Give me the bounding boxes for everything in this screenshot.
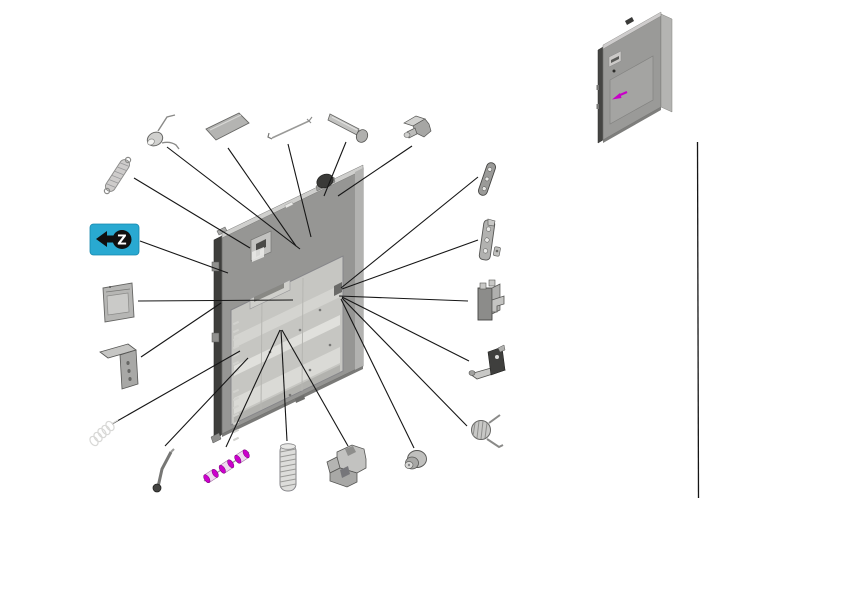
vertical-divider-line xyxy=(696,141,700,499)
leader-line-wire-link xyxy=(287,143,312,238)
leader-line-extension-spring xyxy=(133,177,251,249)
panel-inner-recess xyxy=(230,255,344,426)
leader-line-strap-plate xyxy=(340,176,479,289)
part-guide-block xyxy=(326,444,367,488)
part-torsion-spring-small xyxy=(146,114,180,150)
leader-line-torsion-spring-small xyxy=(166,146,301,250)
main-door-panel xyxy=(210,164,364,444)
leader-line-pin-shaft xyxy=(323,141,347,197)
part-bent-lever xyxy=(152,448,175,493)
leader-line-bushing xyxy=(340,298,415,449)
part-wire-link xyxy=(267,116,313,140)
thumbnail-location-arrow xyxy=(612,90,628,100)
part-roller-shaft xyxy=(203,449,250,484)
leader-lines xyxy=(111,141,479,449)
leader-line-bent-lever xyxy=(164,357,249,447)
bottom-edge-tab xyxy=(295,395,305,403)
zoom-callout-letter: Z xyxy=(117,234,126,249)
part-cover-plate xyxy=(102,282,135,323)
leader-line-hinge-plate xyxy=(341,239,479,290)
leader-line-roller-shaft xyxy=(225,329,281,448)
part-coil-spring xyxy=(279,443,297,492)
door-handle-cutout xyxy=(250,230,272,262)
leader-line-torsion-spring-right xyxy=(341,297,468,427)
leader-line-angle-bracket xyxy=(341,296,470,362)
zoom-callout: Z xyxy=(89,223,140,256)
left-edge-tab xyxy=(211,261,220,272)
part-strap-plate xyxy=(477,162,497,196)
leader-line-coil-spring xyxy=(280,329,288,442)
leader-line-hook-block xyxy=(338,295,469,302)
assembled-door-thumbnail xyxy=(596,11,673,144)
part-torsion-spring-right xyxy=(471,414,504,449)
left-arrow-icon xyxy=(96,231,115,247)
part-hinge-plate xyxy=(478,218,501,261)
leader-line-guide-block xyxy=(281,329,349,447)
part-angle-bracket xyxy=(468,344,506,380)
part-bushing xyxy=(404,450,427,470)
thumbnail-top-knob xyxy=(625,17,634,25)
thumbnail-recess xyxy=(609,55,654,125)
bottom-hinge-nub xyxy=(210,432,222,444)
vent-slots-upper xyxy=(232,320,240,374)
part-hook-block xyxy=(477,279,505,321)
part-faint-spring xyxy=(89,419,119,447)
left-edge-tab xyxy=(211,332,220,343)
leader-line-latch-knob xyxy=(337,145,413,197)
leader-line-zoom-callout xyxy=(139,240,229,274)
part-pin-shaft xyxy=(327,113,369,143)
leader-line-cover-plate xyxy=(137,299,294,302)
part-l-bracket xyxy=(99,343,139,390)
thumbnail-handle xyxy=(608,50,622,68)
leader-line-faint-spring xyxy=(111,350,241,425)
leader-line-flat-strip xyxy=(227,147,297,247)
part-extension-spring xyxy=(103,156,132,195)
leader-line-l-bracket xyxy=(140,302,222,358)
letter-badge xyxy=(112,230,132,249)
part-flat-strip xyxy=(205,112,250,141)
part-latch-knob xyxy=(403,115,432,139)
